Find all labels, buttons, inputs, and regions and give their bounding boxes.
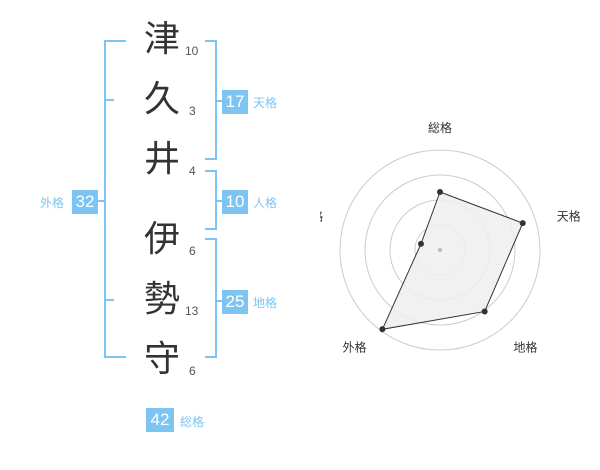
gaikaku-bracket (104, 40, 126, 358)
tenkaku-label: 天格 (253, 96, 278, 110)
radar-point-0 (437, 189, 443, 195)
name-char-5: 勢 (143, 279, 180, 320)
jinkaku-score-badge: 10 (222, 190, 248, 214)
stroke-count-5: 13 (185, 304, 199, 318)
radar-axis-label-0: 総格 (428, 120, 452, 135)
name-char-4: 伊 (143, 219, 180, 260)
jinkaku-bracket (205, 170, 217, 230)
radar-point-3 (379, 326, 386, 333)
stroke-count-2: 3 (189, 104, 196, 118)
radar-ring (364, 174, 516, 326)
name-char-1: 津 (143, 19, 180, 60)
tenkaku-score-badge: 17 (222, 90, 248, 114)
stroke-count-1: 10 (185, 44, 199, 58)
radar-axis-label-1: 天格 (557, 209, 580, 224)
radar-axis-label-4: 人格 (320, 209, 323, 224)
stroke-count-6: 6 (189, 364, 196, 378)
jinkaku-connector (217, 200, 222, 202)
gaikaku-score-badge: 32 (72, 190, 98, 214)
name-char-3: 井 (143, 139, 180, 180)
tenkaku-bracket (205, 40, 217, 160)
radar-point-1 (519, 220, 526, 227)
jinkaku-label: 人格 (253, 196, 278, 210)
name-char-2: 久 (143, 79, 180, 120)
tenkaku-connector (217, 100, 222, 102)
radar-point-2 (481, 308, 488, 315)
soukaku-score-badge: 42 (146, 408, 174, 432)
stroke-count-4: 6 (189, 244, 196, 258)
radar-axis-label-3: 外格 (343, 339, 367, 354)
stroke-count-3: 4 (189, 164, 196, 178)
gaikaku-tick-1 (104, 99, 114, 101)
radar-ring (339, 149, 541, 351)
chikaku-label: 地格 (253, 296, 278, 310)
radar-point-4 (417, 240, 424, 247)
gaikaku-connector (92, 200, 104, 202)
name-char-6: 守 (143, 339, 180, 380)
gaikaku-label: 外格 (40, 196, 65, 210)
radar-polygon (381, 191, 524, 330)
radar-axis-label-2: 地格 (513, 339, 537, 354)
gaikaku-tick-2 (104, 299, 114, 301)
chikaku-bracket (205, 238, 217, 358)
chikaku-connector (217, 300, 222, 302)
chikaku-score-badge: 25 (222, 290, 248, 314)
radar-center (438, 248, 442, 252)
soukaku-label: 総格 (180, 415, 205, 429)
